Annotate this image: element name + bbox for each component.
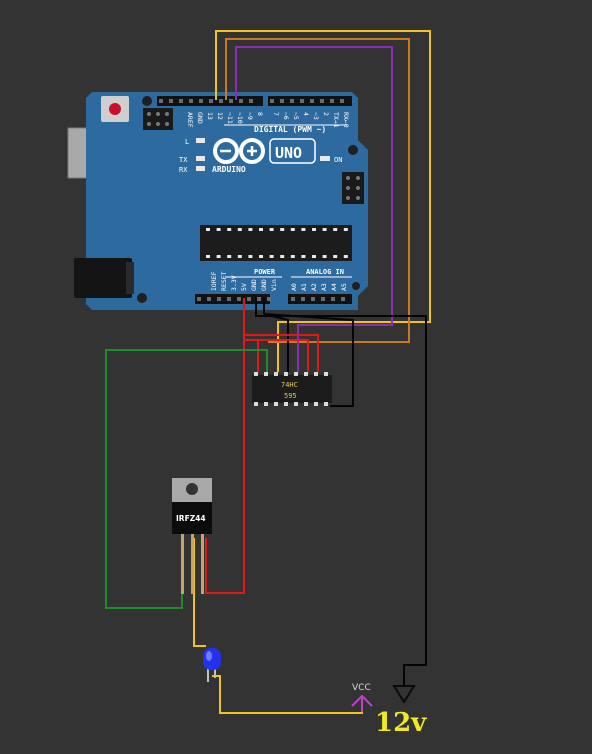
led-l-label: L [185, 138, 189, 146]
shift-register-line2: 595 [284, 392, 297, 400]
led-highlight [206, 651, 212, 661]
digital-pin-label: AREF [186, 112, 194, 128]
digital-pin-label: 7 [272, 112, 280, 116]
mounting-hole [137, 293, 147, 303]
digital-pin-label: 8 [256, 112, 264, 116]
analog-pin-label: A1 [300, 283, 308, 291]
digital-pin-sockets [159, 99, 344, 103]
mounting-hole [352, 282, 360, 290]
led-tx-label: TX [179, 156, 188, 164]
mosfet-legs [181, 534, 204, 594]
uno-badge [269, 138, 316, 164]
led-lens [203, 648, 221, 670]
shift-register-body [252, 375, 332, 403]
led-on-label: ON [334, 156, 342, 164]
analog-pin-label: A4 [330, 283, 338, 291]
digital-pin-label: ~6 [282, 112, 290, 120]
digital-pin-label: 13 [206, 112, 214, 120]
led-tx [196, 156, 205, 161]
led-rx [196, 166, 205, 171]
digital-pin-label: ~3 [312, 112, 320, 120]
wire-purple-pin10[interactable] [235, 46, 393, 372]
led-on [320, 156, 330, 161]
mosfet-label: IRFZ44 [176, 514, 206, 523]
led-rx-label: RX [179, 166, 188, 174]
analog-pin-label: A0 [290, 283, 298, 291]
power-pin-label: GND [250, 279, 258, 291]
power-pin-label: IOREF [210, 271, 218, 291]
wire-red-5v-chip[interactable] [244, 334, 319, 372]
wire-black-gnd-chip[interactable] [263, 298, 354, 407]
analog-header-label: ANALOG IN [306, 268, 344, 276]
digital-pin-label: GND [196, 112, 204, 124]
mosfet-irfz44[interactable]: IRFZ44 [172, 478, 212, 594]
power-pin-label: 5V [240, 283, 248, 291]
wire-yellow-pin12[interactable] [215, 30, 431, 372]
power-header [195, 294, 270, 304]
digital-pin-label: 4 [302, 112, 310, 116]
power-pin-label: GND [260, 279, 268, 291]
reset-button[interactable] [109, 103, 121, 115]
power-pin-label: Vin [270, 279, 278, 291]
wire-yellow-led[interactable] [193, 538, 206, 647]
wire-yellow-vcc[interactable] [212, 675, 363, 714]
power-pin-label: RESET [220, 271, 228, 291]
analog-pin-label: A3 [320, 283, 328, 291]
wire-orange-pin11[interactable] [225, 38, 410, 343]
power-header-label: POWER [254, 268, 276, 276]
wire-green-gate[interactable] [105, 349, 268, 609]
vcc-label: VCC [352, 683, 371, 693]
shift-register-74hc595[interactable]: 74HC 595 [252, 372, 332, 406]
mounting-hole [142, 96, 152, 106]
arduino-infinity-logo [213, 138, 265, 164]
mosfet-tab-hole [186, 483, 198, 495]
analog-pin-label: A2 [310, 283, 318, 291]
supply-voltage-label: 12v [375, 708, 427, 738]
mounting-hole [348, 145, 358, 155]
led-l [196, 138, 205, 143]
digital-pin-label: TX→1 [332, 112, 340, 128]
shift-register-line1: 74HC [281, 381, 298, 389]
analog-header [288, 294, 352, 304]
ground-symbol [392, 685, 416, 704]
wire-red-5v[interactable] [205, 298, 245, 594]
icsp-header-right [342, 172, 364, 204]
power-analog-pin-sockets [197, 297, 345, 301]
digital-header-label: DIGITAL (PWM ~) [254, 125, 326, 134]
wire-black-gnd[interactable] [255, 298, 427, 686]
icsp-header [143, 108, 173, 130]
digital-pin-label: ~10 [236, 112, 244, 124]
digital-pin-label: 12 [216, 112, 224, 120]
blue-led[interactable] [203, 648, 221, 682]
digital-pin-label: ~5 [292, 112, 300, 120]
uno-model-text: UNO [275, 144, 302, 162]
digital-pin-label: ~11 [226, 112, 234, 124]
vcc-symbol: VCC [351, 683, 373, 712]
digital-pin-label: 2 [322, 112, 330, 116]
digital-pin-label: RX←0 [342, 112, 350, 128]
digital-pin-label: ~9 [246, 112, 254, 120]
mosfet-body [172, 502, 212, 534]
dc-jack [74, 258, 132, 298]
power-pin-label: 3.3V [230, 275, 238, 291]
arduino-brand-text: ARDUINO [212, 165, 246, 174]
atmega-chip [200, 225, 352, 261]
analog-pin-label: A5 [340, 283, 348, 291]
